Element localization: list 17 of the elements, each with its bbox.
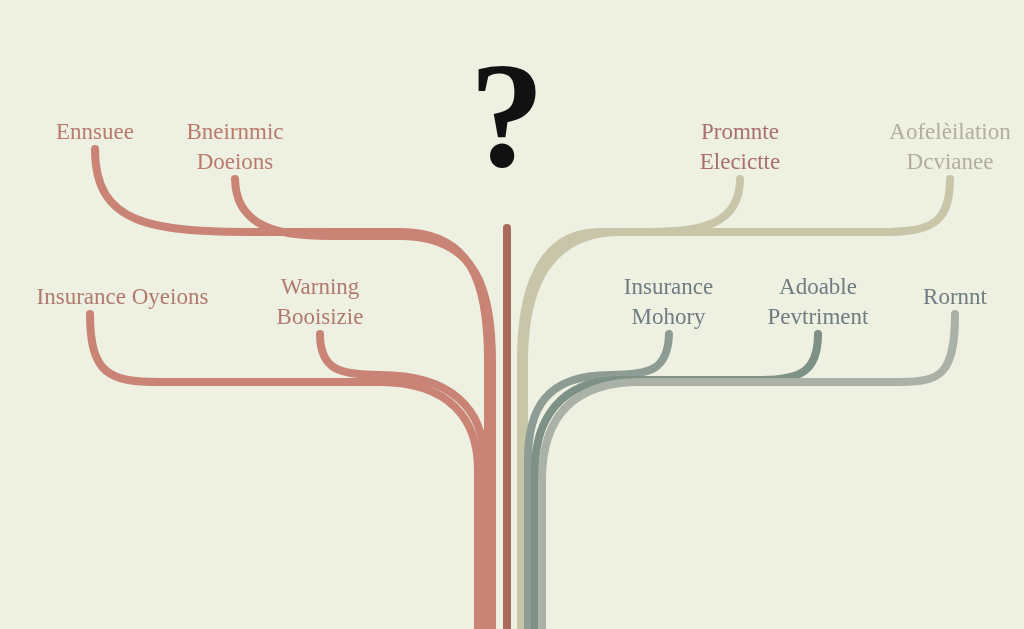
- question-mark: ?: [468, 31, 546, 200]
- branch-label: Adoable Pevtriment: [766, 273, 870, 331]
- branch-label: Bneirnmic Doeions: [185, 118, 285, 176]
- branch-label: Warning Booisizie: [275, 273, 365, 331]
- branch-label: Ennsuee: [55, 118, 135, 146]
- branch-line: [86, 310, 482, 629]
- branch-line: [531, 330, 822, 629]
- branch-line: [231, 175, 496, 629]
- branch-label: Rornnt: [922, 283, 988, 311]
- branch-line: [524, 330, 673, 629]
- branch-label: Promnte Elecictte: [698, 118, 782, 176]
- branch-label: Aofelèilation Dcvianee: [888, 118, 1012, 176]
- branch-line: [517, 175, 744, 629]
- branch-line: [503, 224, 511, 629]
- branch-label: Insurance Oyeions: [35, 283, 210, 311]
- branch-line: [538, 310, 959, 629]
- branch-label: Insurance Mohory: [622, 273, 715, 331]
